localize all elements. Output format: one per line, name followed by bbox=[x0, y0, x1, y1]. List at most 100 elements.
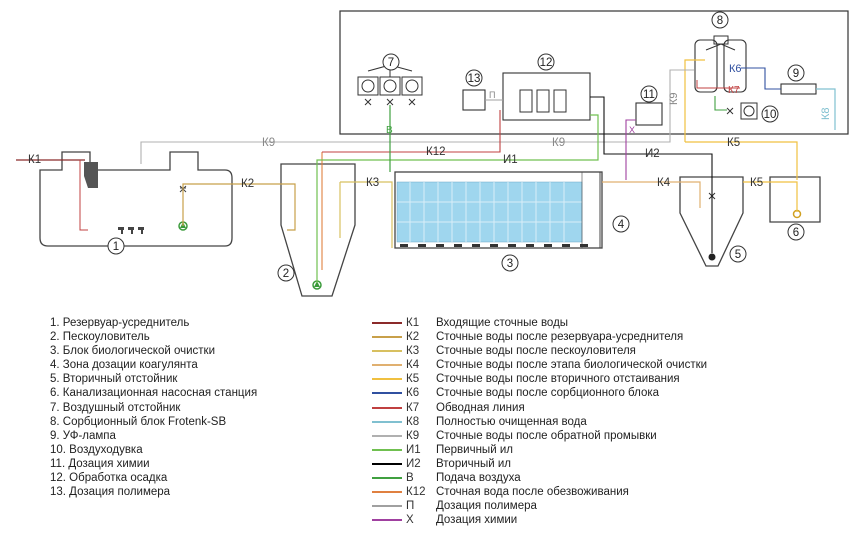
legend-line-swatch bbox=[372, 378, 402, 381]
legend-component-text: 2. Пескоуловитель bbox=[50, 331, 150, 344]
legend-line-swatch bbox=[372, 336, 402, 339]
legend-line-code: Х bbox=[406, 514, 414, 527]
uv-lamp bbox=[780, 83, 817, 95]
legend-line-swatch bbox=[372, 434, 402, 437]
legend-component: 7. Воздушный отстойник bbox=[50, 401, 257, 415]
pipe-label-p: П bbox=[489, 90, 495, 100]
aerators-tank-1 bbox=[118, 227, 144, 234]
legend-line-swatch bbox=[372, 364, 402, 367]
sand-trap bbox=[280, 163, 356, 297]
legend-line-swatch bbox=[372, 477, 402, 480]
pipe-label-i1: И1 bbox=[503, 154, 518, 166]
svg-text:8: 8 bbox=[717, 15, 723, 27]
legend-line-row: И1 Первичный ил bbox=[372, 443, 707, 457]
pipe-label-k8: К8 bbox=[820, 107, 832, 120]
legend-line-code: К12 bbox=[406, 486, 426, 499]
legend-line-swatch bbox=[372, 392, 402, 395]
legend-line-label: Сточные воды после резервуара-усреднител… bbox=[436, 331, 684, 344]
legend-component-text: 9. УФ-лампа bbox=[50, 429, 116, 442]
legend-line-code: К4 bbox=[406, 359, 420, 372]
legend-line-swatch bbox=[372, 491, 402, 494]
legend-line-row: К9 Сточные воды после обратной промывки bbox=[372, 429, 707, 443]
legend-line-code: П bbox=[406, 500, 415, 513]
legend-component-text: 1. Резервуар-усреднитель bbox=[50, 317, 190, 329]
pipe-label-k2: К2 bbox=[241, 178, 254, 190]
svg-text:7: 7 bbox=[388, 57, 394, 69]
legend-line-row: К3 Сточные воды после пескоуловителя bbox=[372, 344, 707, 358]
svg-text:13: 13 bbox=[468, 73, 481, 85]
legend-line-code: К8 bbox=[406, 415, 420, 428]
legend-component: 13. Дозация полимера bbox=[50, 485, 257, 499]
components-legend: 1. Резервуар-усреднитель 2. Пескоуловите… bbox=[50, 316, 257, 499]
legend-line-label: Входящие сточные воды bbox=[436, 317, 569, 329]
legend-component: 8. Сорбционный блок Frotenk-SB bbox=[50, 415, 257, 429]
bio-treatment-block bbox=[394, 171, 603, 249]
legend-line-label: Сточные воды после сорбционного блока bbox=[436, 387, 660, 400]
legend-component: 12. Обработка осадка bbox=[50, 471, 257, 485]
legend-line-code: К7 bbox=[406, 401, 420, 414]
bio-media-grid bbox=[397, 182, 582, 242]
secondary-clarifier bbox=[679, 176, 744, 267]
legend-line-swatch bbox=[372, 519, 402, 522]
building-enclosure bbox=[339, 10, 849, 135]
legend-line-code: И1 bbox=[406, 443, 421, 456]
legend-line-code: К3 bbox=[406, 345, 420, 358]
blower bbox=[740, 102, 758, 120]
pipe-label-v: В bbox=[386, 125, 393, 136]
legend-line-label: Сточные воды после обратной промывки bbox=[436, 429, 657, 442]
pipe-label-k6: К6 bbox=[729, 63, 742, 75]
legend-line-label: Первичный ил bbox=[436, 443, 513, 456]
legend-line-label: Дозация полимера bbox=[436, 500, 537, 513]
legend-line-code: К6 bbox=[406, 387, 420, 400]
air-blowers bbox=[357, 64, 423, 106]
legend-line-code: В bbox=[406, 472, 414, 485]
legend-line-label: Вторичный ил bbox=[436, 457, 512, 470]
legend-line-swatch bbox=[372, 505, 402, 508]
legend-line-code: К1 bbox=[406, 317, 420, 329]
pipe-label-k5: К5 bbox=[750, 177, 763, 189]
sorption-block bbox=[694, 35, 747, 93]
legend-component: 1. Резервуар-усреднитель bbox=[50, 316, 257, 330]
legend-component: 9. УФ-лампа bbox=[50, 429, 257, 443]
legend-line-row: К1 Входящие сточные воды bbox=[372, 316, 707, 330]
legend-component: 4. Зона дозации коагулянта bbox=[50, 358, 257, 372]
legend-component-text: 11. Дозация химии bbox=[50, 457, 150, 470]
legend-component: 3. Блок биологической очистки bbox=[50, 344, 257, 358]
legend-component-text: 12. Обработка осадка bbox=[50, 472, 168, 485]
svg-text:6: 6 bbox=[793, 227, 799, 239]
pipe-label-k12: К12 bbox=[426, 146, 446, 158]
legend-line-swatch bbox=[372, 448, 402, 451]
legend-component-text: 5. Вторичный отстойник bbox=[50, 373, 178, 386]
legend-component-text: 13. Дозация полимера bbox=[50, 486, 171, 499]
legend-component-text: 4. Зона дозации коагулянта bbox=[50, 359, 198, 372]
pipe-label-k9: К9 bbox=[262, 137, 275, 149]
pipe-label-k7: К7 bbox=[728, 85, 740, 96]
svg-text:4: 4 bbox=[618, 219, 625, 231]
treatment-process-diagram: К1 К2 К3 К4 К5 К5 К6 К7 К8 К9 К9 К9 К12 … bbox=[16, 10, 849, 297]
legend-component-text: 7. Воздушный отстойник bbox=[50, 401, 181, 414]
legend-line-label: Сточные воды после этапа биологической о… bbox=[436, 359, 708, 372]
legend-line-code: К9 bbox=[406, 429, 420, 442]
pipe-label-k3: К3 bbox=[366, 177, 379, 189]
legend-line-row: К8 Полностью очищенная вода bbox=[372, 415, 707, 429]
legend-line-code: К5 bbox=[406, 373, 420, 386]
pipe-label-k5-top: К5 bbox=[727, 137, 740, 149]
legend-line-label: Сточная вода после обезвоживания bbox=[436, 486, 629, 499]
legend-line-label: Полностью очищенная вода bbox=[436, 415, 587, 428]
sludge-treatment-unit bbox=[502, 72, 591, 121]
pump-icon bbox=[708, 253, 716, 261]
legend-component-text: 6. Канализационная насосная станция bbox=[50, 387, 258, 400]
legend-line-row: К12 Сточная вода после обезвоживания bbox=[372, 485, 707, 499]
legend-line-swatch bbox=[372, 420, 402, 423]
legend-line-label: Сточные воды после пескоуловителя bbox=[436, 345, 636, 358]
legend-line-row: П Дозация полимера bbox=[372, 499, 707, 513]
pipe-label-k4: К4 bbox=[657, 177, 671, 189]
legend-line-swatch bbox=[372, 350, 402, 353]
legend-component: 10. Воздуходувка bbox=[50, 443, 257, 457]
